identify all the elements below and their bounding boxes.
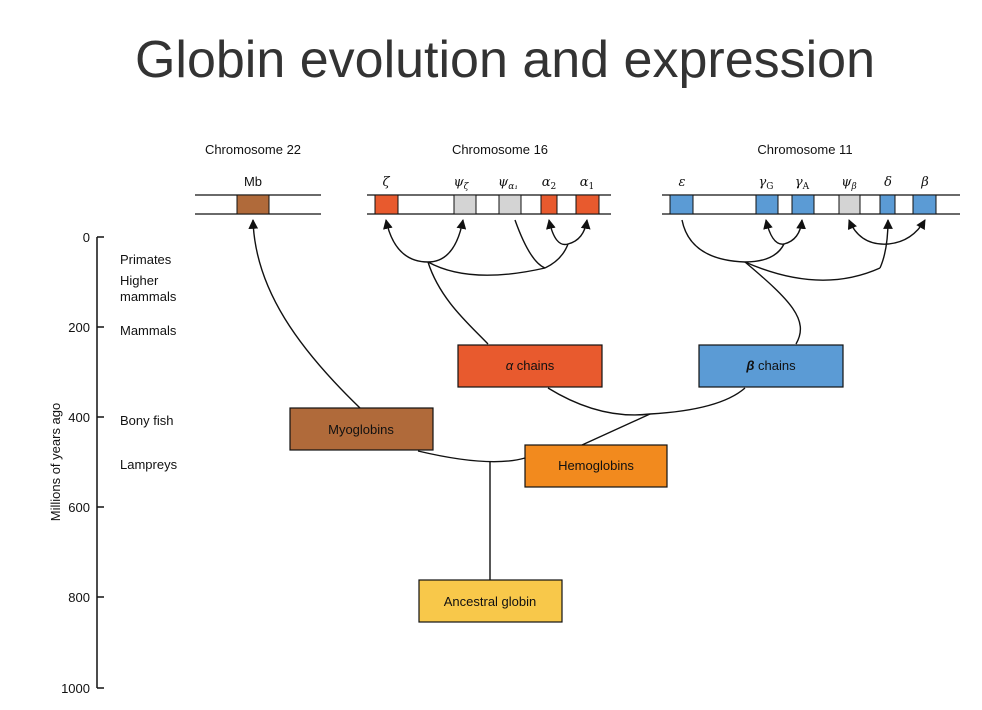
era-labels: Primates Higher mammals Mammals Bony fis… bbox=[120, 252, 178, 472]
myoglobins-box: Myoglobins bbox=[289, 407, 434, 451]
branch-alpha-beta-split bbox=[547, 387, 746, 416]
branch-epsilon-gamma bbox=[681, 219, 785, 263]
tick-label-800: 800 bbox=[68, 590, 90, 605]
gene-alpha1 bbox=[575, 194, 600, 215]
gene-label-psi-alpha1: ψα₁ bbox=[498, 175, 518, 192]
branch-zeta-pair bbox=[383, 219, 467, 263]
gene-psi-alpha1 bbox=[498, 194, 522, 215]
gene-label-psi-zeta: ψζ bbox=[453, 175, 469, 192]
gene-gamma-a bbox=[791, 194, 815, 215]
beta-chains-label: β chains bbox=[745, 358, 796, 373]
gene-label-epsilon: ε bbox=[679, 175, 686, 190]
branch-beta-split bbox=[744, 261, 881, 281]
branch-alpha-split bbox=[427, 261, 546, 276]
beta-chains-rect bbox=[698, 344, 844, 388]
branch-delta bbox=[879, 219, 893, 269]
gene-label-gamma-g: γG bbox=[759, 175, 774, 192]
gene-alpha2 bbox=[540, 194, 558, 215]
gene-label-mb: Mb bbox=[244, 174, 262, 189]
gene-beta bbox=[912, 194, 937, 215]
branch-beta-chains-up bbox=[744, 261, 802, 345]
era-label-higher-mammals: mammals bbox=[120, 289, 177, 304]
era-label-higher: Higher bbox=[120, 273, 159, 288]
branch-alpha-pair bbox=[546, 219, 591, 246]
branch-gamma-pair bbox=[763, 219, 806, 245]
era-label-primates: Primates bbox=[120, 252, 172, 267]
gene-label-beta: β bbox=[920, 175, 929, 190]
branch-alpha-pair-stem bbox=[514, 219, 546, 269]
gene-label-zeta: ζ bbox=[382, 175, 390, 190]
ancestral-globin-box: Ancestral globin bbox=[418, 579, 563, 623]
alpha-chains-box: α chains bbox=[457, 344, 603, 388]
tick-label-400: 400 bbox=[68, 410, 90, 425]
chromosome-16: ζ ψζ ψα₁ α2 α1 bbox=[367, 175, 611, 215]
chromosome-11-title: Chromosome 11 bbox=[757, 142, 852, 157]
hemoglobins-rect bbox=[524, 444, 668, 488]
branch-alpha-chains-up bbox=[427, 261, 489, 345]
tick-label-0: 0 bbox=[83, 230, 90, 245]
era-label-lampreys: Lampreys bbox=[120, 457, 178, 472]
tick-label-1000: 1000 bbox=[61, 681, 90, 696]
hemoglobins-box: Hemoglobins bbox=[524, 444, 668, 488]
branch-hemoglobin-up bbox=[581, 413, 651, 446]
gene-label-psi-beta: ψβ bbox=[841, 175, 856, 192]
chromosome-titles: Chromosome 22 Chromosome 16 Chromosome 1… bbox=[205, 142, 853, 157]
chromosome-22: Mb bbox=[195, 174, 321, 215]
gene-label-alpha1: α1 bbox=[580, 175, 595, 192]
myoglobins-label: Myoglobins bbox=[328, 422, 394, 437]
gene-label-delta: δ bbox=[884, 175, 892, 190]
lineage-boxes: α chains β chains Myoglobins Hemoglobins… bbox=[289, 344, 844, 623]
gene-psi-beta bbox=[838, 194, 861, 215]
branch-myoglobin-to-mb bbox=[248, 219, 361, 409]
chromosome-22-title: Chromosome 22 bbox=[205, 142, 301, 157]
alpha-chains-rect bbox=[457, 344, 603, 388]
ancestral-globin-rect bbox=[418, 579, 563, 623]
ancestral-globin-label: Ancestral globin bbox=[444, 594, 537, 609]
gene-label-alpha2: α2 bbox=[542, 175, 557, 192]
hemoglobins-label: Hemoglobins bbox=[558, 458, 634, 473]
time-axis-tick-labels: 0 200 400 600 800 1000 bbox=[61, 230, 90, 696]
gene-epsilon bbox=[669, 194, 694, 215]
branch-alpha-pair-join bbox=[544, 243, 569, 269]
slide-title: Globin evolution and expression bbox=[134, 31, 876, 89]
beta-chains-box: β chains bbox=[698, 344, 844, 388]
gene-label-gamma-a: γA bbox=[795, 175, 810, 192]
chromosome-11: ε γG γA ψβ δ β bbox=[662, 175, 960, 215]
gene-delta bbox=[879, 194, 896, 215]
gene-gamma-g bbox=[755, 194, 779, 215]
myoglobins-rect bbox=[289, 407, 434, 451]
gene-psi-zeta bbox=[453, 194, 477, 215]
branch-globin-split bbox=[417, 450, 526, 463]
time-axis-ticks bbox=[97, 236, 104, 689]
chromosome-16-title: Chromosome 16 bbox=[452, 142, 548, 157]
time-axis: 0 200 400 600 800 1000 Millions of years… bbox=[48, 230, 104, 696]
tick-label-600: 600 bbox=[68, 500, 90, 515]
alpha-chains-label: α chains bbox=[506, 358, 555, 373]
time-axis-title: Millions of years ago bbox=[48, 403, 63, 522]
era-label-bony-fish: Bony fish bbox=[120, 413, 173, 428]
branch-delta-beta bbox=[847, 219, 926, 245]
era-label-mammals: Mammals bbox=[120, 323, 177, 338]
evolution-tree bbox=[248, 219, 926, 580]
tick-label-200: 200 bbox=[68, 320, 90, 335]
gene-mb bbox=[236, 194, 270, 215]
gene-zeta bbox=[374, 194, 399, 215]
